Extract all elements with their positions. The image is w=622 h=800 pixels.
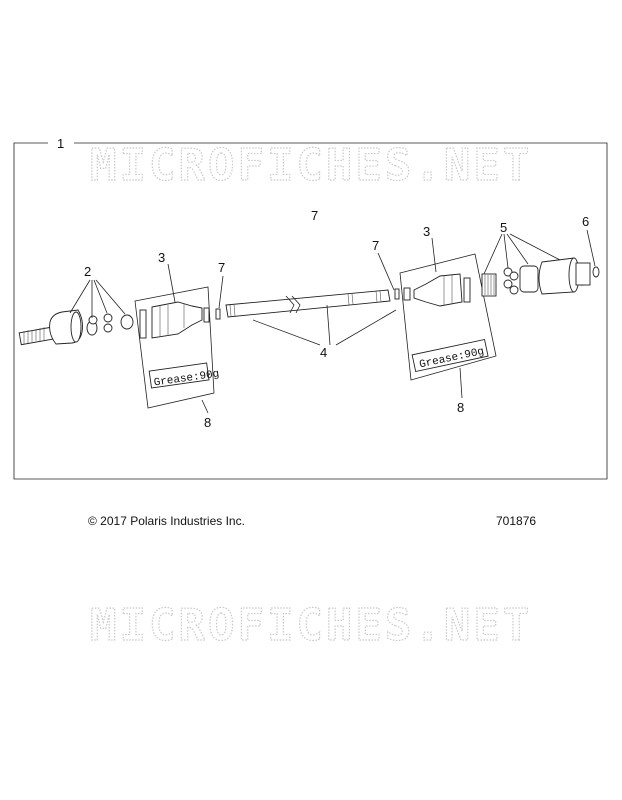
axle-shaft bbox=[225, 289, 391, 318]
leader-boot-right bbox=[431, 237, 437, 273]
callout-outer-cv: 2 bbox=[84, 264, 91, 279]
leader-boot-left bbox=[167, 263, 176, 303]
callout-boot-right: 3 bbox=[423, 224, 430, 239]
watermark-bottom: MICROFICHES.NET bbox=[90, 600, 532, 651]
snap-ring bbox=[592, 266, 600, 278]
callout-kit-left: 8 bbox=[204, 415, 211, 430]
inner-cv-joint bbox=[481, 257, 591, 297]
leader-snap-ring bbox=[586, 229, 596, 267]
assembly-frame bbox=[13, 142, 608, 480]
callout-shaft: 4 bbox=[320, 345, 327, 360]
callout-assembly: 1 bbox=[57, 136, 64, 151]
grease-label-right-box bbox=[411, 338, 489, 373]
leader-outer-cv bbox=[69, 279, 126, 318]
leader-shaft bbox=[252, 304, 397, 346]
copyright: © 2017 Polaris Industries Inc. bbox=[88, 514, 245, 528]
callout-snap-ring: 6 bbox=[582, 214, 589, 229]
callout-clamp-top: 7 bbox=[311, 208, 318, 223]
callout-kit-right: 8 bbox=[457, 400, 464, 415]
boot-right bbox=[403, 273, 471, 307]
kit-outline-right bbox=[399, 253, 497, 381]
grease-label-left-box bbox=[148, 362, 210, 389]
watermark-top: MICROFICHES.NET bbox=[90, 140, 532, 191]
kit-outline-left bbox=[134, 286, 215, 409]
leader-clamp-right bbox=[377, 252, 395, 291]
callout-clamp-left: 7 bbox=[218, 260, 225, 275]
diagram-number: 701876 bbox=[496, 514, 537, 528]
leader-inner-cv bbox=[483, 233, 561, 275]
clamp-right bbox=[394, 288, 400, 300]
boot-left bbox=[139, 301, 210, 339]
callout-clamp-right: 7 bbox=[372, 238, 379, 253]
leader-kit-left bbox=[201, 399, 209, 414]
leader-kit-right bbox=[459, 367, 463, 399]
outer-cv-joint bbox=[18, 309, 134, 346]
clamp-left bbox=[215, 308, 221, 320]
callout-inner-cv: 5 bbox=[500, 220, 507, 235]
leader-clamp-left bbox=[218, 275, 224, 309]
callout-boot-left: 3 bbox=[158, 250, 165, 265]
